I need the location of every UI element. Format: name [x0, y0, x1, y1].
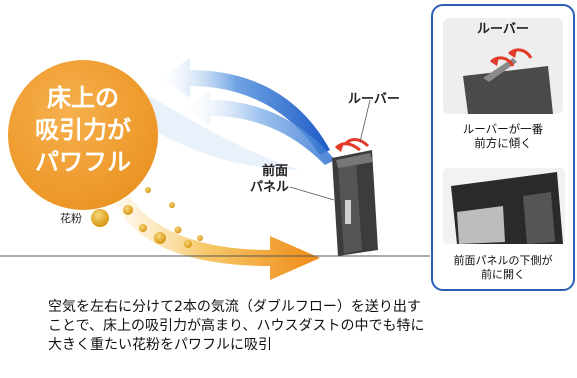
panel-caption-2-line-2: 前に開く — [481, 268, 525, 281]
badge-line-3: パワフル — [35, 148, 131, 176]
description-line-3: 大きく重たい花粉をパワフルに吸引 — [48, 337, 272, 353]
louver-red-arrow — [334, 142, 361, 152]
airflow-haze — [130, 90, 300, 170]
detail-panel-illustrations — [443, 18, 565, 244]
panel-caption-1-line-2: 前方に傾く — [474, 136, 532, 150]
description-line-1: 空気を左右に分けて2本の気流（ダブルフロー）を送り出す — [48, 299, 421, 315]
badge-line-2: 吸引力が — [35, 116, 131, 144]
description-line-2: ことで、床上の吸引力が高まり、ハウスダストの中でも特に — [48, 318, 425, 334]
lower-airflow-arrow — [110, 180, 320, 280]
front-panel-label-1: 前面 — [262, 164, 289, 179]
pollen-label: 花粉 — [60, 212, 82, 225]
floor-suction-badge: 床上の 吸引力が パワフル — [8, 60, 158, 210]
airflow-illustration — [0, 58, 430, 280]
description: 空気を左右に分けて2本の気流（ダブルフロー）を送り出す ことで、床上の吸引力が高… — [48, 298, 573, 355]
air-purifier — [332, 150, 378, 256]
upper-airflow-arrow — [160, 58, 330, 155]
front-panel-label-2: パネル — [250, 180, 290, 195]
panel-caption-1-line-1: ルーバーが一番 — [462, 122, 544, 136]
panel-caption-2-line-1: 前面パネルの下側が — [453, 254, 553, 267]
badge-line-1: 床上の — [47, 84, 119, 112]
upper-airflow-arrow-2 — [185, 90, 335, 165]
panel-louver-title: ルーバー — [477, 22, 529, 37]
louver-label: ルーバー — [348, 92, 400, 107]
detail-panel: ルーバー ルーバーが一番 前方に傾く 前面パネルの下側が 前に開く — [431, 4, 575, 291]
